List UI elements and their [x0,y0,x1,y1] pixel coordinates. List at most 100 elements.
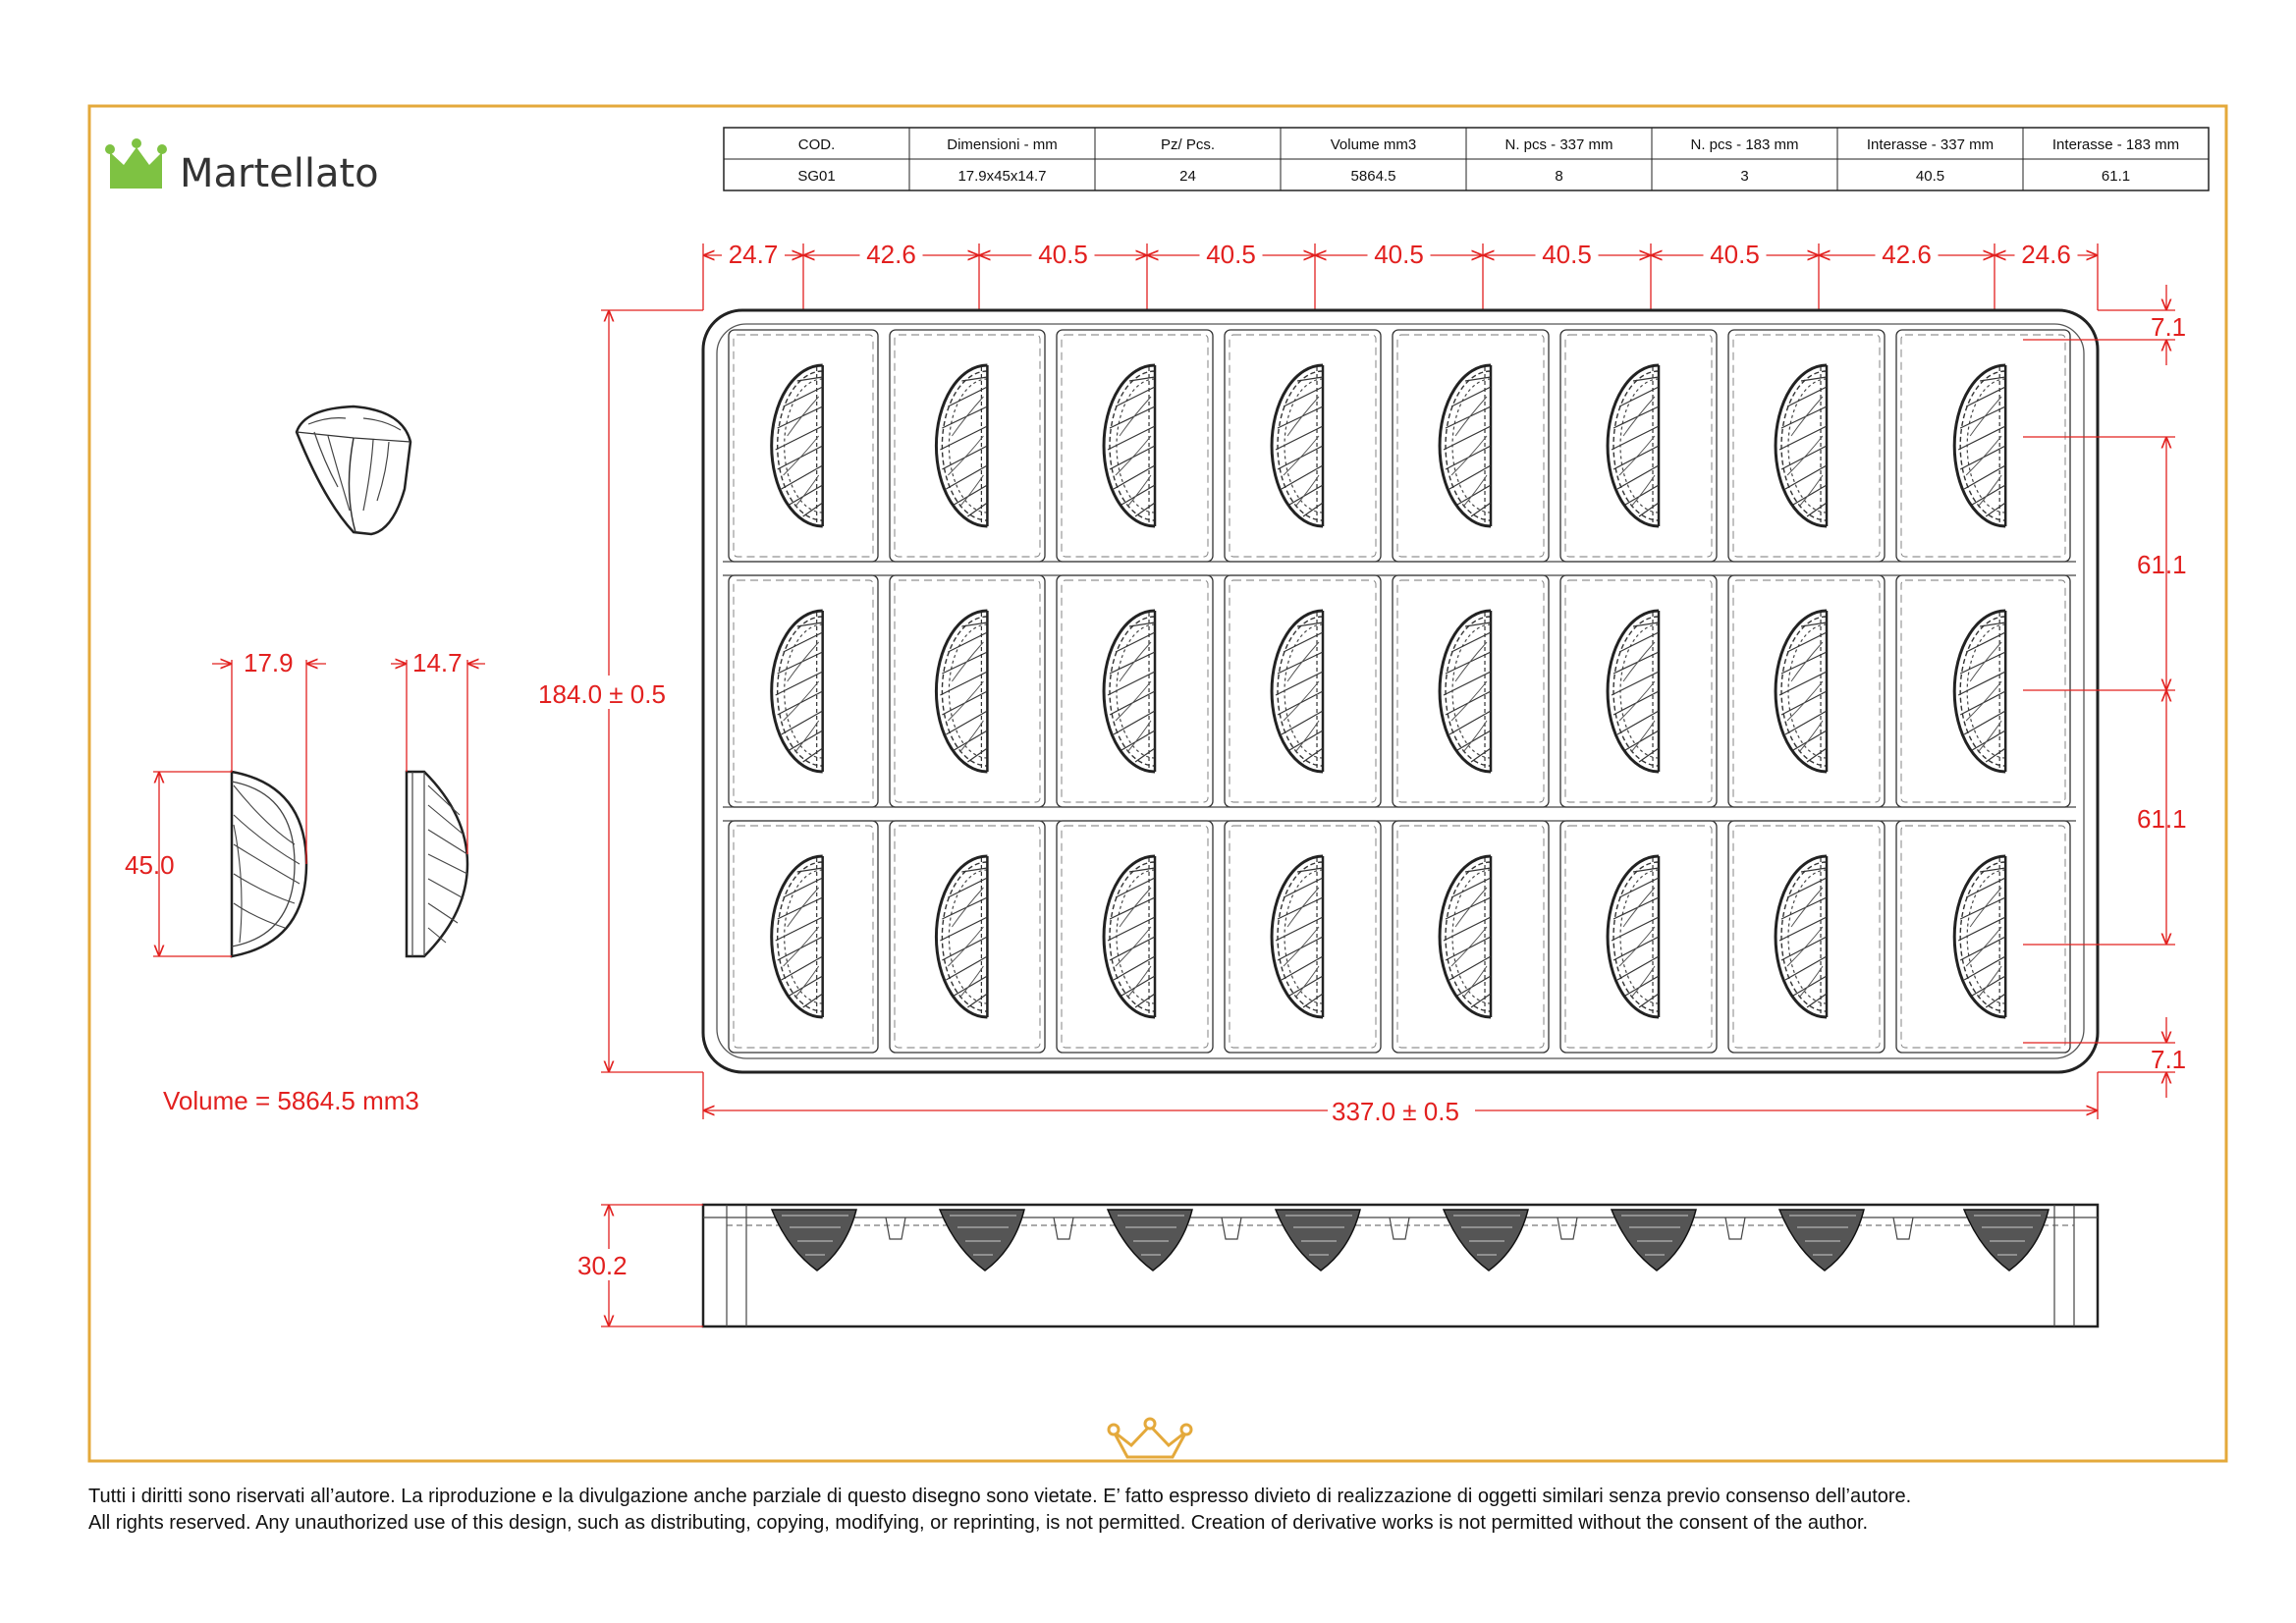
dim-top-margin: 7.1 [2151,312,2186,342]
cavity-shell [1270,363,1325,528]
dim-column-pitch: 40.5 [1710,240,1760,269]
side-cavity [939,1209,1025,1271]
table-header-cell: Interasse - 183 mm [2052,136,2179,153]
crown-icon [110,147,162,189]
cavity-shell [1774,363,1829,528]
dim-column-pitch: 40.5 [1206,240,1256,269]
mould-plan-view [701,308,2100,1074]
side-cavity [1963,1209,2050,1271]
table-value-cell: 8 [1555,168,1562,185]
table-value-cell: 5864.5 [1351,168,1396,185]
mould-cell [889,329,1046,563]
table-header-cell: COD. [798,136,836,153]
dim-column-pitch: 40.5 [1038,240,1088,269]
mould-cell [1224,329,1382,563]
dim-pitch-1: 61.1 [2137,550,2187,579]
table-header-cell: N. pcs - 337 mm [1504,136,1613,153]
piece-front-view: 45.0 17.9 [125,648,326,958]
cavity-shell [934,363,989,528]
mould-cell [1895,329,2071,563]
side-cavity [1611,1209,1697,1271]
mould-cell [1056,574,1214,808]
dim-column-pitch: 42.6 [1882,240,1932,269]
mould-cell [1056,820,1214,1054]
cavity-shell [1774,609,1829,774]
cavity-shell [770,854,825,1019]
table-value-cell: 40.5 [1916,168,1944,185]
cavity-shell [770,363,825,528]
cavity-shell [770,609,825,774]
dim-depth: 30.2 [577,1251,628,1280]
table-value-cell: 61.1 [2102,168,2130,185]
mould-cell [1895,574,2071,808]
cavity-shell [1270,609,1325,774]
mould-cell [1056,329,1214,563]
dim-column-pitch: 40.5 [1542,240,1592,269]
dim-column-pitch: 42.6 [866,240,916,269]
mould-cell [1559,329,1718,563]
mould-cell [1559,820,1718,1054]
mould-cell [1727,820,1886,1054]
footer-copyright-en: All rights reserved. Any unauthorized us… [88,1512,1869,1534]
mould-cell [1392,329,1550,563]
dim-piece-height: 45.0 [125,850,175,880]
side-cavity [1778,1209,1865,1271]
mould-cell [1392,574,1550,808]
cavity-shell [1774,854,1829,1019]
cavity-shell [934,609,989,774]
cavity-shell [1952,363,2007,528]
mould-cell [1727,574,1886,808]
dim-piece-width: 17.9 [244,648,294,677]
overall-width-dimension: 337.0 ± 0.5 [702,1072,2099,1127]
dim-column-pitch: 40.5 [1374,240,1424,269]
crown-icon [1107,1417,1193,1459]
cavity-shell [1606,363,1661,528]
sheet-frame [87,104,2228,1463]
cavity-shell [1438,854,1493,1019]
mould-cell [889,820,1046,1054]
cavity-shell [1102,854,1157,1019]
mould-cell [1559,574,1718,808]
cavity-shell [1606,609,1661,774]
table-header-cell: Dimensioni - mm [947,136,1058,153]
table-header-cell: N. pcs - 183 mm [1690,136,1798,153]
footer-copyright-it: Tutti i diritti sono riservati all’autor… [88,1486,1912,1507]
mould-cell [728,820,879,1054]
brand-logo: Martellato [105,138,379,196]
dim-column-pitch: 24.6 [2021,240,2071,269]
table-value-cell: SG01 [797,168,835,185]
cavity-shell [1952,854,2007,1019]
side-cavity [1107,1209,1193,1271]
dim-overall-width: 337.0 ± 0.5 [1332,1097,1459,1126]
brand-name: Martellato [180,151,379,196]
mould-cell [1392,820,1550,1054]
overall-height-dimension: 184.0 ± 0.5 [538,309,703,1073]
side-cavity [1275,1209,1361,1271]
dim-pitch-2: 61.1 [2137,804,2187,834]
mould-cell [728,329,879,563]
cavity-shell [934,854,989,1019]
mould-cell [1224,574,1382,808]
dim-piece-thickness: 14.7 [412,648,463,677]
table-value-cell: 17.9x45x14.7 [957,168,1046,185]
cavity-shell [1952,609,2007,774]
right-dimensions: 61.1 61.1 7.1 7.1 [2023,285,2187,1098]
table-value-cell: 3 [1740,168,1748,185]
mould-cell [1727,329,1886,563]
table-header-cell: Pz/ Pcs. [1161,136,1215,153]
dim-overall-height: 184.0 ± 0.5 [538,679,666,709]
top-dimension-chain: 24.7 42.6 40.5 40.5 40.5 40.5 40.5 42.6 24.6 [702,240,2099,310]
cavity-shell [1438,363,1493,528]
mould-cell [889,574,1046,808]
table-header-cell: Volume mm3 [1331,136,1417,153]
piece-side-view: 14.7 [391,648,485,958]
spec-table: COD. SG01 Dimensioni - mm 17.9x45x14.7 Pz/ P… [723,127,2210,191]
cavity-shell [1438,609,1493,774]
dim-column-pitch: 24.7 [729,240,779,269]
table-header-cell: Interasse - 337 mm [1867,136,1994,153]
mould-side-view: 30.2 [575,1203,2100,1328]
side-cavity [1443,1209,1529,1271]
dim-bottom-margin: 7.1 [2151,1045,2186,1074]
cavity-shell [1102,363,1157,528]
